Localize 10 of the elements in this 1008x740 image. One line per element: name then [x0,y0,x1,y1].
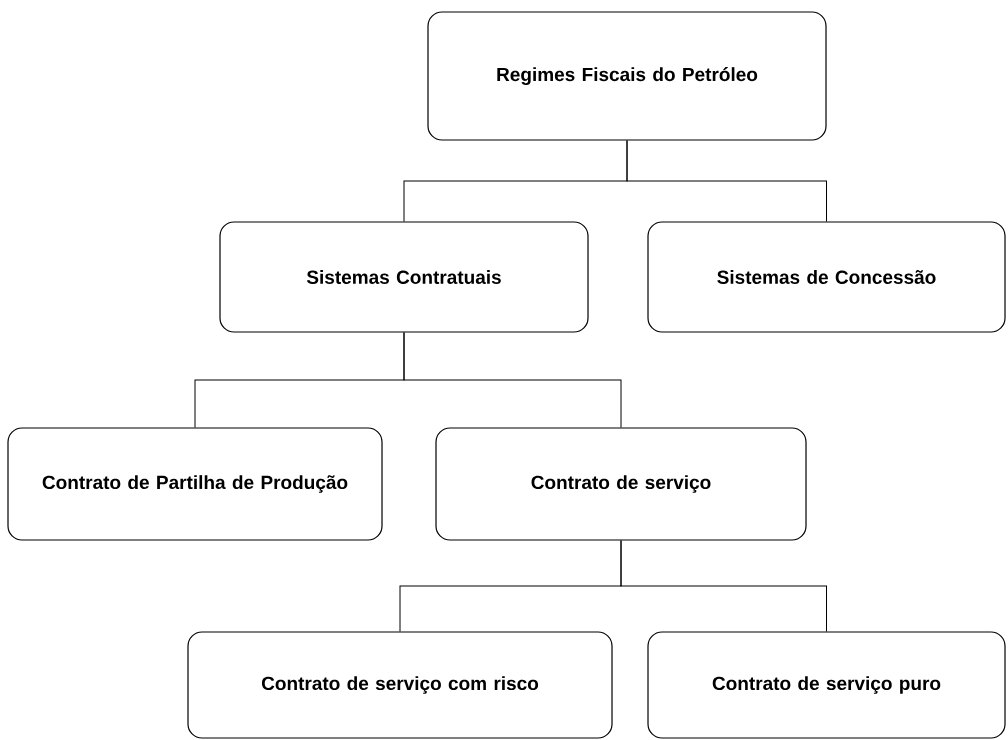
process-box: Contrato de serviço puro [647,631,1006,739]
connector-line [403,332,622,428]
process-box: Regimes Fiscais do Petróleo [427,11,827,141]
process-box: Sistemas Contratuais [219,221,589,333]
process-box: Contrato de serviço [435,427,807,541]
process-box: Sistemas de Concessão [647,221,1006,333]
connector-line [626,140,827,222]
process-box: Contrato de serviço com risco [187,631,613,739]
connector-line [620,540,827,632]
process-box: Contrato de Partilha de Produção [7,427,383,541]
